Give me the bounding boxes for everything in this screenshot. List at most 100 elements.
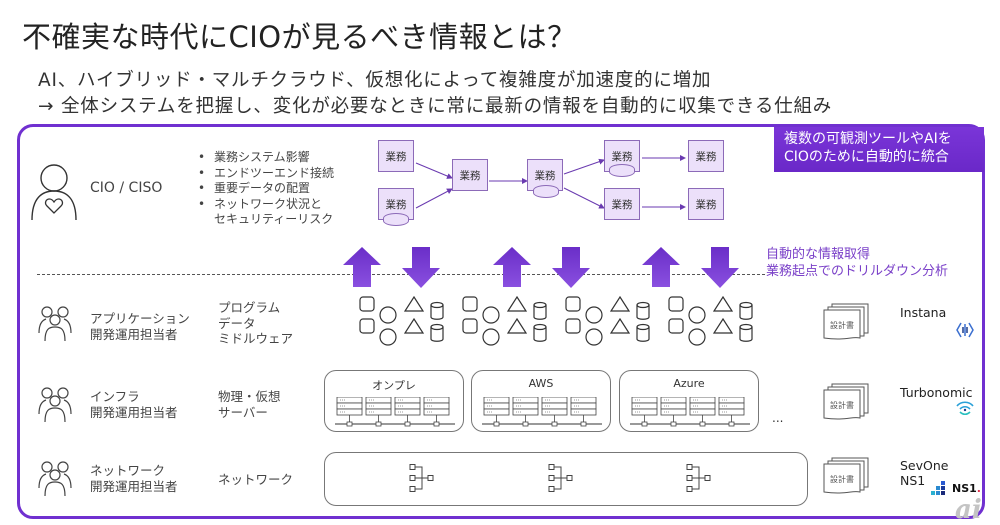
square-shape [462,318,478,334]
server-unit [689,397,716,427]
server-unit [512,397,539,427]
server-unit [336,397,363,427]
triangle-shape [403,317,425,334]
watermark-logo: ai [955,495,982,525]
team-icon [38,306,72,342]
triangle-shape [712,317,734,334]
ns1-logo-text: NS1 [952,482,977,495]
turbonomic-logo-icon [956,401,974,416]
triangle-shape [712,295,734,312]
sevone-logo-icon [931,481,945,495]
infra-desc-item: 物理・仮想 [218,389,281,404]
component-shape-group [668,295,753,346]
executive-concerns-list: 業務システム影響 エンドツーエンド接続 重要データの配置 ネットワーク状況と セ… [196,150,334,228]
arrow-down-icon [701,247,739,288]
circle-shape [379,306,397,324]
server-unit [423,397,450,427]
square-shape [359,318,375,334]
app-desc: プログラム データ ミドルウェア [218,300,293,347]
server-unit [483,397,510,427]
ns1-logo-icon: NS1. [952,482,981,495]
doc-label: 設計書 [830,474,854,484]
triangle-shape [506,295,528,312]
cylinder-shape [636,323,650,331]
drilldown-arrows [343,247,739,288]
network-role-title: ネットワーク [90,463,166,478]
cylinder-shape [430,301,444,309]
network-topology-icon [686,464,711,492]
doc-label: 設計書 [830,400,854,410]
tool-network: SevOne NS1 [900,458,948,488]
cylinder-shape [533,323,547,331]
database-icon [533,185,559,198]
drilldown-line-1: 自動的な情報取得 [766,247,871,262]
network-role: ネットワーク 開発運用担当者 [90,463,178,495]
component-shape-group [462,295,547,346]
ns1-logo-dot: . [976,482,981,495]
circle-shape [688,328,706,346]
environment-label: オンプレ [372,379,416,392]
server-unit [631,397,658,427]
network-topology-icons [409,464,711,492]
environment-aws: AWS [471,370,611,432]
infra-role: インフラ 開発運用担当者 [90,389,178,421]
integration-callout: 複数の可観測ツールやAIを CIOのために自動的に統合 [774,127,984,172]
concern-item: 重要データの配置 [196,181,334,197]
instana-logo-icon [956,322,974,338]
app-role-subtitle: 開発運用担当者 [90,327,178,342]
tool-instana: Instana [900,305,947,320]
design-document-icon: 設計書 [823,303,869,340]
environment-label: AWS [528,377,554,390]
app-desc-item: ミドルウェア [218,331,294,346]
server-rack-icon [482,397,602,427]
circle-shape [688,306,706,324]
environment-label: Azure [673,377,705,390]
page-title: 不確実な時代にCIOが見るべき情報とは？ [22,20,577,54]
arrow-up-icon [343,247,381,287]
executive-role: CIO / CISO [90,180,163,196]
network-topology-icon [548,464,573,492]
infra-desc-item: サーバー [218,404,268,420]
app-role: アプリケーション 開発運用担当者 [90,311,190,343]
business-node: 業務 [688,140,724,172]
network-desc-item: ネットワーク [218,472,294,487]
infra-role-subtitle: 開発運用担当者 [90,405,178,420]
environment-azure: Azure [619,370,759,432]
database-icon [609,164,635,177]
more-environments: ... [772,411,784,425]
flow-connector [415,188,453,209]
concern-item: エンドツーエンド接続 [196,166,334,182]
arrow-down-icon [552,247,590,288]
cylinder-shape [430,323,444,331]
server-unit [660,397,687,427]
business-node: 業務 [452,159,488,191]
business-node: 業務 [688,188,724,220]
flow-connector [563,187,605,209]
environment-onprem: オンプレ [324,370,464,432]
drilldown-label: 自動的な情報取得 業務起点でのドリルダウン分析 [766,246,948,280]
component-shape-group [565,295,650,346]
server-unit [570,397,597,427]
triangle-shape [403,295,425,312]
server-unit [541,397,568,427]
server-unit [394,397,421,427]
flow-connector [415,162,453,179]
network-environment [324,452,808,506]
network-desc: ネットワーク [218,472,293,488]
tool-ns1: NS1 [900,473,926,488]
infra-role-title: インフラ [90,389,140,404]
cylinder-shape [636,301,650,309]
app-component-shapes [359,295,753,346]
network-topology-icon [409,464,434,492]
team-icon [38,461,72,497]
design-document-icon: 設計書 [823,383,869,420]
layer-divider [37,274,765,275]
square-shape [668,296,684,312]
cylinder-shape [739,323,753,331]
business-flow-connectors [415,155,686,210]
subtitle-line-2: → 全体システムを把握し、変化が必要なときに常に最新の情報を自動的に収集できる仕… [38,96,833,117]
server-rack-icon [630,397,750,427]
component-shape-group [359,295,444,346]
square-shape [462,296,478,312]
infra-desc: 物理・仮想 サーバー [218,389,281,420]
